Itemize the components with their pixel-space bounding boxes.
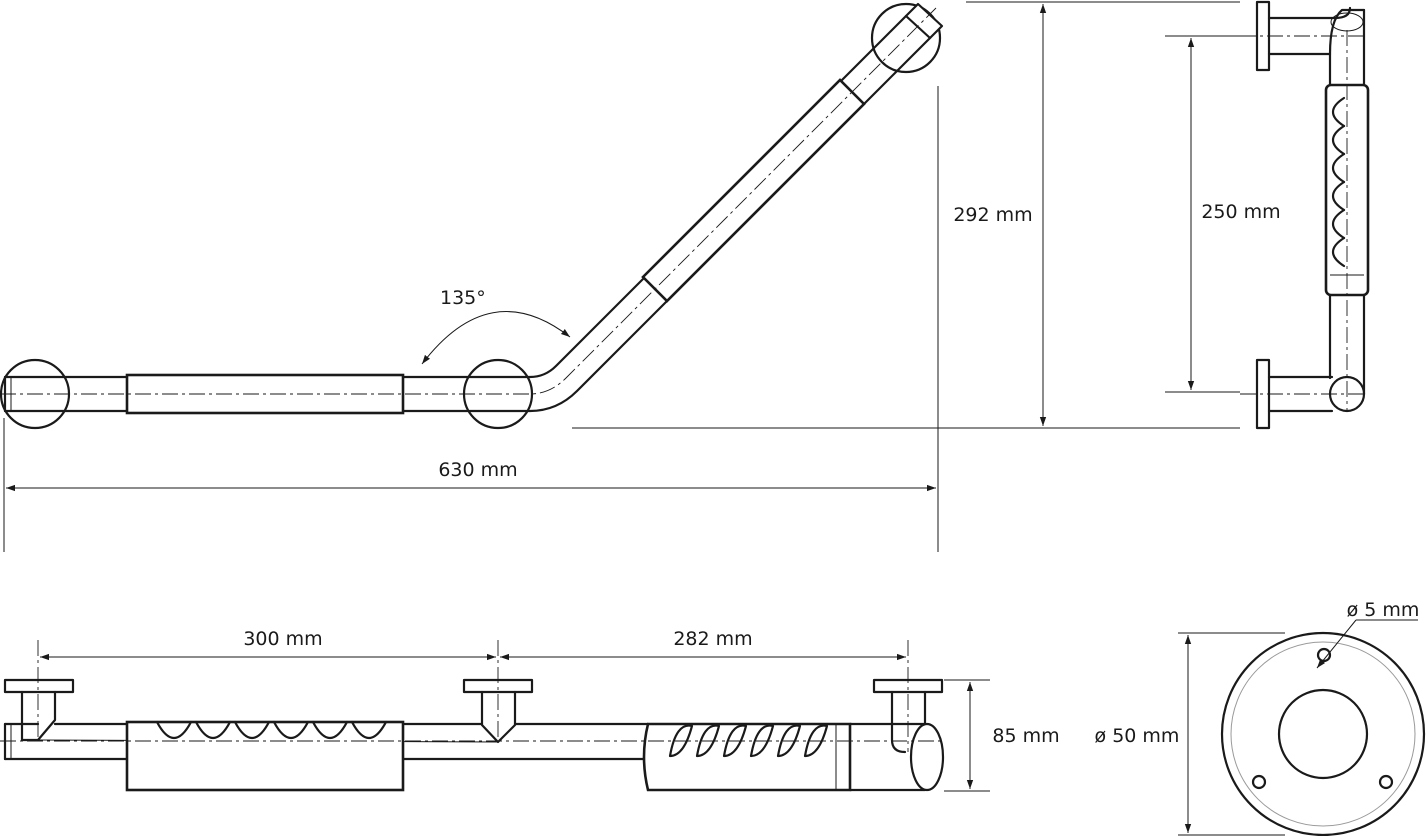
front-standoff-left [20, 690, 57, 742]
front-grip-right [642, 722, 852, 792]
centre-line-top [0, 7, 937, 395]
flange-screw-hole-left [1251, 774, 1267, 790]
grip-side-texture [1331, 96, 1346, 268]
front-view: 300 mm 282 mm 85 mm [0, 628, 1060, 792]
flange-centre-hole [1277, 688, 1369, 780]
hole-leader [1316, 619, 1357, 669]
top-view: 135° 630 mm 292 mm [0, 1, 1240, 552]
flange-diameter-label: ø 50 mm [1095, 725, 1180, 747]
flange-inner-rim [1230, 641, 1416, 827]
front-grip-right-texture [668, 724, 829, 758]
hole-label: ø 5 mm [1347, 599, 1420, 621]
front-depth-label: 85 mm [992, 725, 1059, 747]
side-height-label: 250 mm [1201, 201, 1280, 223]
front-right-label: 282 mm [673, 628, 752, 650]
tube-end-top [904, 2, 944, 40]
angle-label: 135° [440, 287, 486, 309]
front-grip-left [125, 720, 405, 792]
tube-side-top-bend [1328, 8, 1366, 56]
angle-arc [421, 311, 571, 365]
front-tube-right-end [909, 722, 945, 792]
side-view: 250 mm [1165, 0, 1370, 430]
front-plate-left [3, 678, 75, 694]
tube-edge-upper [3, 14, 908, 379]
front-grip-left-texture [155, 720, 388, 740]
width-label: 630 mm [438, 459, 517, 481]
front-left-label: 300 mm [243, 628, 322, 650]
front-standoff-middle [480, 690, 517, 744]
flange-view: ø 5 mm ø 50 mm [1095, 599, 1426, 836]
flange-screw-hole-right [1378, 774, 1394, 790]
tube-edge-lower [3, 36, 932, 413]
flange-outer [1220, 631, 1426, 836]
height-label: 292 mm [953, 204, 1032, 226]
grip-diagonal [641, 78, 866, 303]
